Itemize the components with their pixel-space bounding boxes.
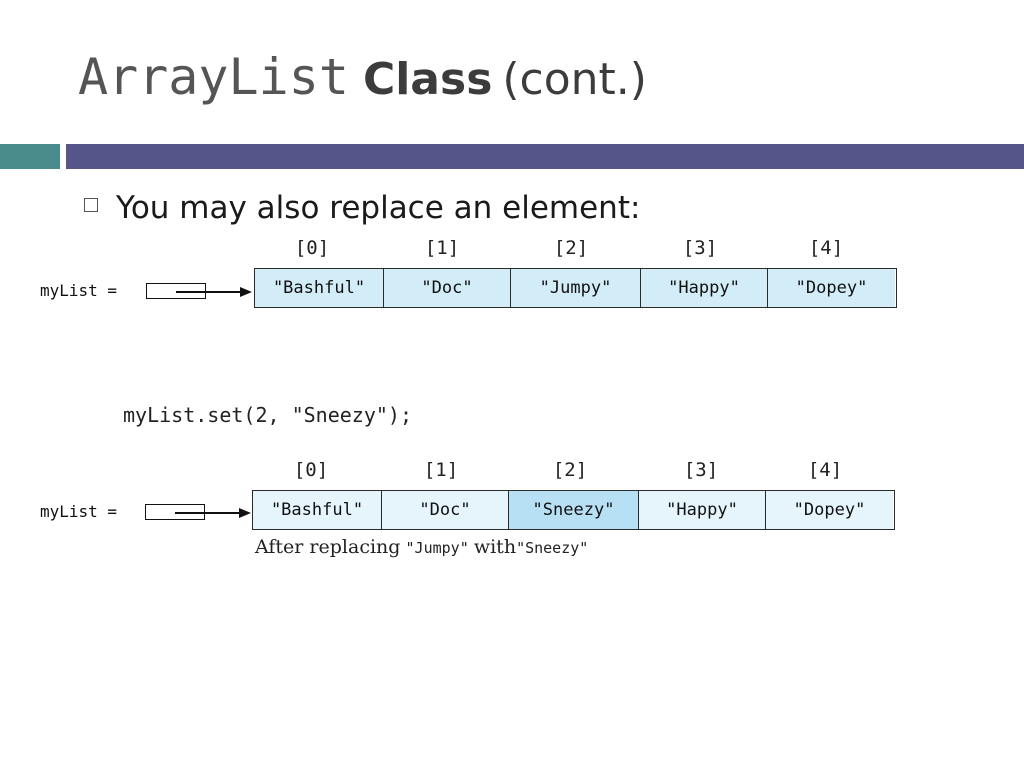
- index-label: [2]: [552, 459, 588, 481]
- array-cell: "Dopey": [768, 269, 895, 307]
- code-statement: myList.set(2, "Sneezy");: [123, 403, 412, 427]
- array-cell: "Bashful": [255, 269, 384, 307]
- diagram-caption: After replacing "Jumpy" with"Sneezy": [255, 536, 588, 558]
- bullet-text: You may also replace an element:: [116, 190, 641, 226]
- index-label: [0]: [293, 459, 329, 481]
- array-cell: "Doc": [384, 269, 511, 307]
- variable-label: myList =: [40, 502, 118, 521]
- pointer-arrow-line: [175, 512, 241, 514]
- title-cont: (cont.): [502, 54, 647, 105]
- index-label: [4]: [807, 459, 843, 481]
- arrow-head-icon: [239, 508, 251, 518]
- caption-old-value: "Jumpy": [405, 539, 469, 557]
- arrow-head-icon: [240, 287, 252, 297]
- array-cell: "Happy": [639, 491, 766, 529]
- pointer-arrow-line: [176, 291, 242, 293]
- array-cell: "Doc": [382, 491, 509, 529]
- index-label: [4]: [808, 237, 844, 259]
- bullet-item: You may also replace an element:: [84, 190, 640, 230]
- caption-text: After replacing: [255, 536, 401, 558]
- index-label: [0]: [294, 237, 330, 259]
- variable-label: myList =: [40, 281, 118, 300]
- accent-bar-teal: [0, 144, 60, 169]
- array-cell: "Happy": [641, 269, 768, 307]
- index-label: [1]: [424, 237, 460, 259]
- accent-bar-blue: [66, 144, 1024, 169]
- caption-new-value: "Sneezy": [516, 539, 589, 557]
- index-label: [2]: [553, 237, 589, 259]
- slide-title: ArrayList Class(cont.): [78, 48, 647, 118]
- index-label: [3]: [682, 237, 718, 259]
- array-cell: "Dopey": [766, 491, 893, 529]
- index-label: [1]: [423, 459, 459, 481]
- array-cell: "Jumpy": [511, 269, 641, 307]
- array-cell: "Bashful": [253, 491, 382, 529]
- array-before: "Bashful" "Doc" "Jumpy" "Happy" "Dopey": [254, 268, 897, 308]
- caption-text: with: [473, 536, 517, 558]
- title-class-word: Class: [362, 54, 493, 105]
- array-after: "Bashful" "Doc" "Sneezy" "Happy" "Dopey": [252, 490, 895, 530]
- index-label: [3]: [683, 459, 719, 481]
- bullet-square-icon: [84, 198, 98, 212]
- array-cell-replaced: "Sneezy": [509, 491, 639, 529]
- title-classname: ArrayList: [78, 48, 349, 106]
